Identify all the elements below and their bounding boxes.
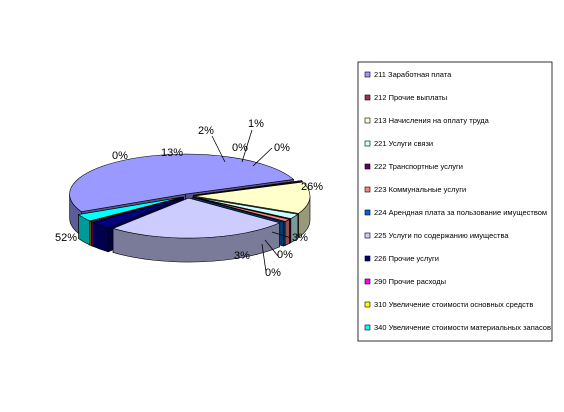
slice-label: 3%: [234, 250, 250, 262]
slice-label: 13%: [161, 147, 183, 159]
legend-item: 212 Прочие выплаты: [364, 93, 447, 102]
slice-label: 0%: [265, 267, 281, 279]
legend-label: 310 Увеличение стоимости основных средст…: [374, 300, 533, 309]
legend-label: 211 Заработная плата: [374, 70, 452, 79]
legend-swatch: [364, 117, 371, 124]
leader-line: [261, 243, 267, 273]
slice-label: 52%: [55, 232, 77, 244]
legend-swatch: [364, 140, 371, 147]
legend-swatch: [364, 94, 371, 101]
legend-swatch: [364, 278, 371, 285]
slice-label: 0%: [274, 142, 290, 154]
legend-label: 225 Услуги по содержанию имущества: [374, 231, 509, 240]
legend-swatch: [364, 301, 371, 308]
legend-item: 223 Коммунальные услуги: [364, 185, 466, 194]
legend-item: 290 Прочие расходы: [364, 277, 446, 286]
legend-item: 340 Увеличение стоимости материальных за…: [364, 323, 551, 332]
pie-slice: [112, 197, 281, 263]
legend-item: 213 Начисления на оплату труда: [364, 116, 490, 125]
slice-label: 26%: [301, 181, 323, 193]
legend-item: 222 Транспортные услуги: [364, 162, 463, 171]
legend-swatch: [364, 186, 371, 193]
legend-label: 226 Прочие услуги: [374, 254, 439, 263]
legend-swatch: [364, 209, 371, 216]
legend-item: 225 Услуги по содержанию имущества: [364, 231, 509, 240]
slice-label: 3%: [292, 232, 308, 244]
legend-label: 221 Услуги связи: [374, 139, 433, 148]
legend: 211 Заработная плата 212 Прочие выплаты 21…: [364, 70, 551, 332]
legend-item: 221 Услуги связи: [364, 139, 433, 148]
legend-swatch: [364, 232, 371, 239]
slice-label: 0%: [277, 249, 293, 261]
legend-swatch: [364, 324, 371, 331]
pie-labels: 52%0%13%2%0%1%0%26%3%0%0%3%: [55, 118, 323, 279]
leader-lines: [211, 129, 292, 273]
leader-line: [271, 231, 292, 239]
legend-label: 213 Начисления на оплату труда: [374, 116, 490, 125]
leader-line: [264, 239, 279, 257]
legend-label: 224 Арендная плата за пользование имущес…: [374, 208, 547, 217]
legend-swatch: [364, 163, 371, 170]
legend-label: 223 Коммунальные услуги: [374, 185, 466, 194]
slice-label: 0%: [232, 142, 248, 154]
legend-item: 224 Арендная плата за пользование имущес…: [364, 208, 547, 217]
leader-line: [252, 147, 273, 167]
slice-label: 0%: [112, 150, 128, 162]
leader-line: [211, 135, 226, 163]
legend-item: 310 Увеличение стоимости основных средст…: [364, 300, 533, 309]
slice-label: 2%: [198, 125, 214, 137]
pie-slices: [69, 153, 311, 263]
legend-swatch: [364, 255, 371, 262]
legend-item: 226 Прочие услуги: [364, 254, 439, 263]
legend-item: 211 Заработная плата: [364, 70, 452, 79]
legend-label: 290 Прочие расходы: [374, 277, 446, 286]
leader-line: [241, 129, 253, 163]
legend-box: [357, 61, 553, 342]
legend-label: 340 Увеличение стоимости материальных за…: [374, 323, 551, 332]
slice-label: 1%: [248, 118, 264, 130]
legend-label: 212 Прочие выплаты: [374, 93, 447, 102]
legend-label: 222 Транспортные услуги: [374, 162, 463, 171]
legend-swatch: [364, 71, 371, 78]
